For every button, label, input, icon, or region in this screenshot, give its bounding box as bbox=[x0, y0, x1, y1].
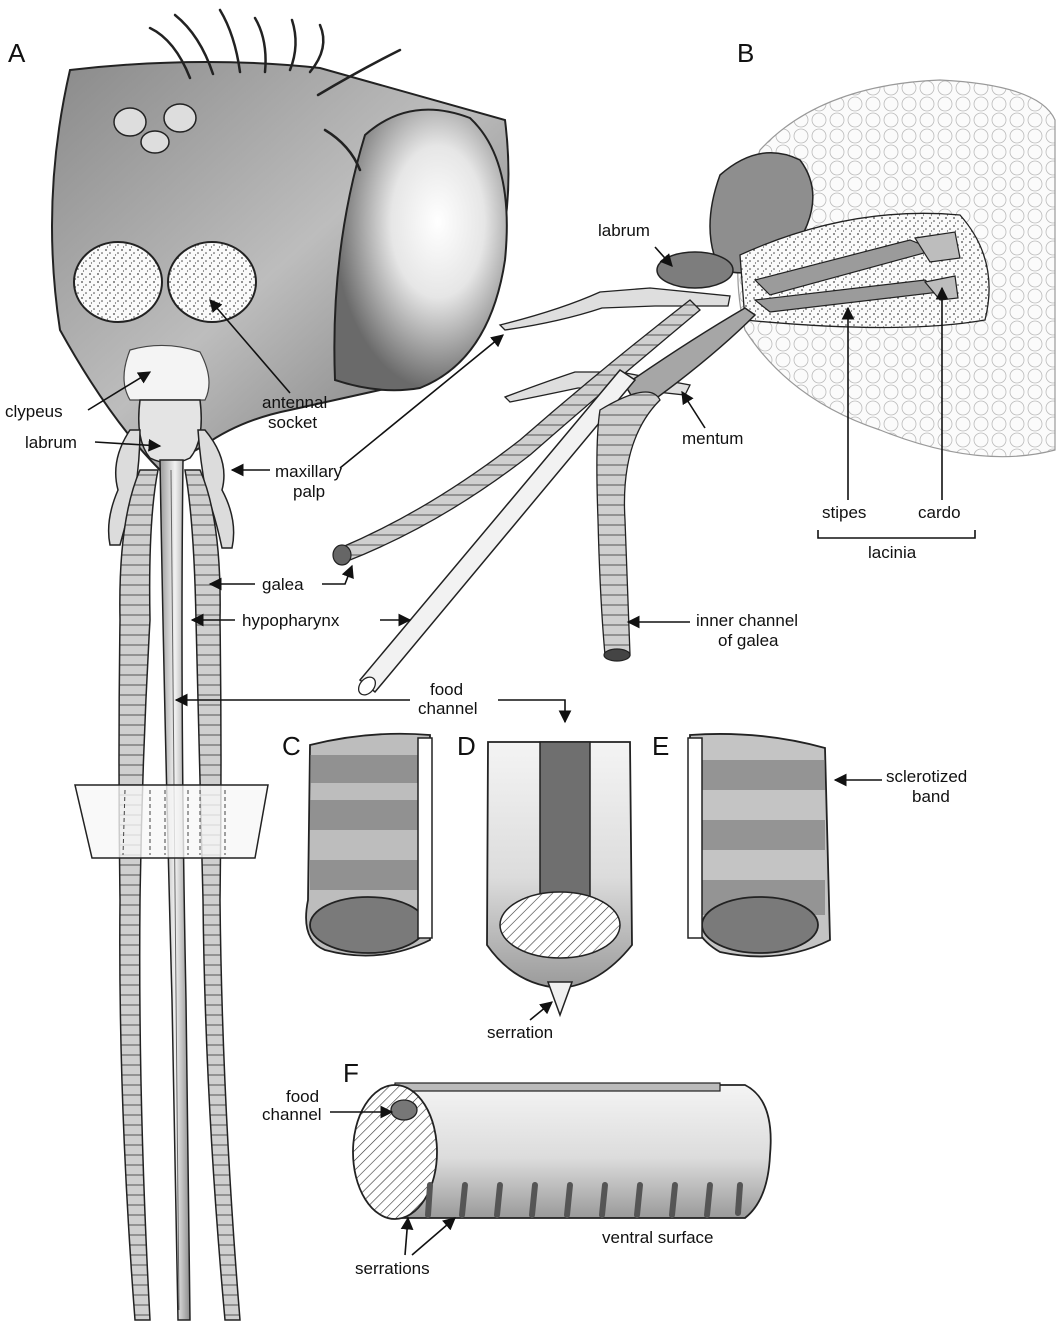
label-serrations: serrations bbox=[355, 1259, 430, 1278]
panel-letter-a: A bbox=[8, 38, 26, 68]
serrations-leader-2 bbox=[412, 1218, 455, 1255]
label-food-channel-line2: channel bbox=[418, 699, 478, 718]
label-antennal-socket-line1: antennal bbox=[262, 393, 327, 412]
panel-letter-d: D bbox=[457, 731, 476, 761]
lacinia-bracket bbox=[818, 530, 975, 538]
antennal-socket-left bbox=[74, 242, 162, 322]
label-inner-channel-line1: inner channel bbox=[696, 611, 798, 630]
label-stipes: stipes bbox=[822, 503, 866, 522]
panel-e-drawing bbox=[688, 734, 830, 957]
panel-letter-e: E bbox=[652, 731, 669, 761]
label-food-channel-f-line2: channel bbox=[262, 1105, 322, 1124]
panel-letter-c: C bbox=[282, 731, 301, 761]
antennal-socket-right bbox=[168, 242, 256, 322]
labrum-shape bbox=[139, 400, 202, 463]
label-sclerotized-band-line2: band bbox=[912, 787, 950, 806]
panel-letter-f: F bbox=[343, 1058, 359, 1088]
label-clypeus: clypeus bbox=[5, 402, 63, 421]
serrations-leader-1 bbox=[405, 1218, 408, 1255]
label-maxillary-palp-line1: maxillary bbox=[275, 462, 343, 481]
galea-b-leader bbox=[322, 566, 352, 584]
label-cardo: cardo bbox=[918, 503, 961, 522]
label-food-channel-f-line1: food bbox=[286, 1087, 319, 1106]
panel-c-drawing bbox=[306, 734, 432, 956]
mentum-leader bbox=[682, 392, 705, 428]
label-mentum: mentum bbox=[682, 429, 743, 448]
section-plate bbox=[75, 785, 268, 858]
label-serration: serration bbox=[487, 1023, 553, 1042]
panel-d-drawing bbox=[487, 742, 632, 1015]
serration-leader bbox=[530, 1002, 552, 1020]
label-lacinia: lacinia bbox=[868, 543, 917, 562]
label-food-channel-line1: food bbox=[430, 680, 463, 699]
label-labrum-b: labrum bbox=[598, 221, 650, 240]
panel-letter-b: B bbox=[737, 38, 754, 68]
panel-f-drawing bbox=[353, 1083, 771, 1219]
food-channel-d-leader bbox=[498, 700, 565, 722]
clypeus-shape bbox=[124, 345, 209, 400]
label-hypopharynx: hypopharynx bbox=[242, 611, 340, 630]
label-inner-channel-line2: of galea bbox=[718, 631, 779, 650]
label-labrum-a: labrum bbox=[25, 433, 77, 452]
label-galea: galea bbox=[262, 575, 304, 594]
label-ventral-surface: ventral surface bbox=[602, 1228, 714, 1247]
label-antennal-socket-line2: socket bbox=[268, 413, 317, 432]
label-maxillary-palp-line2: palp bbox=[293, 482, 325, 501]
label-sclerotized-band-line1: sclerotized bbox=[886, 767, 967, 786]
